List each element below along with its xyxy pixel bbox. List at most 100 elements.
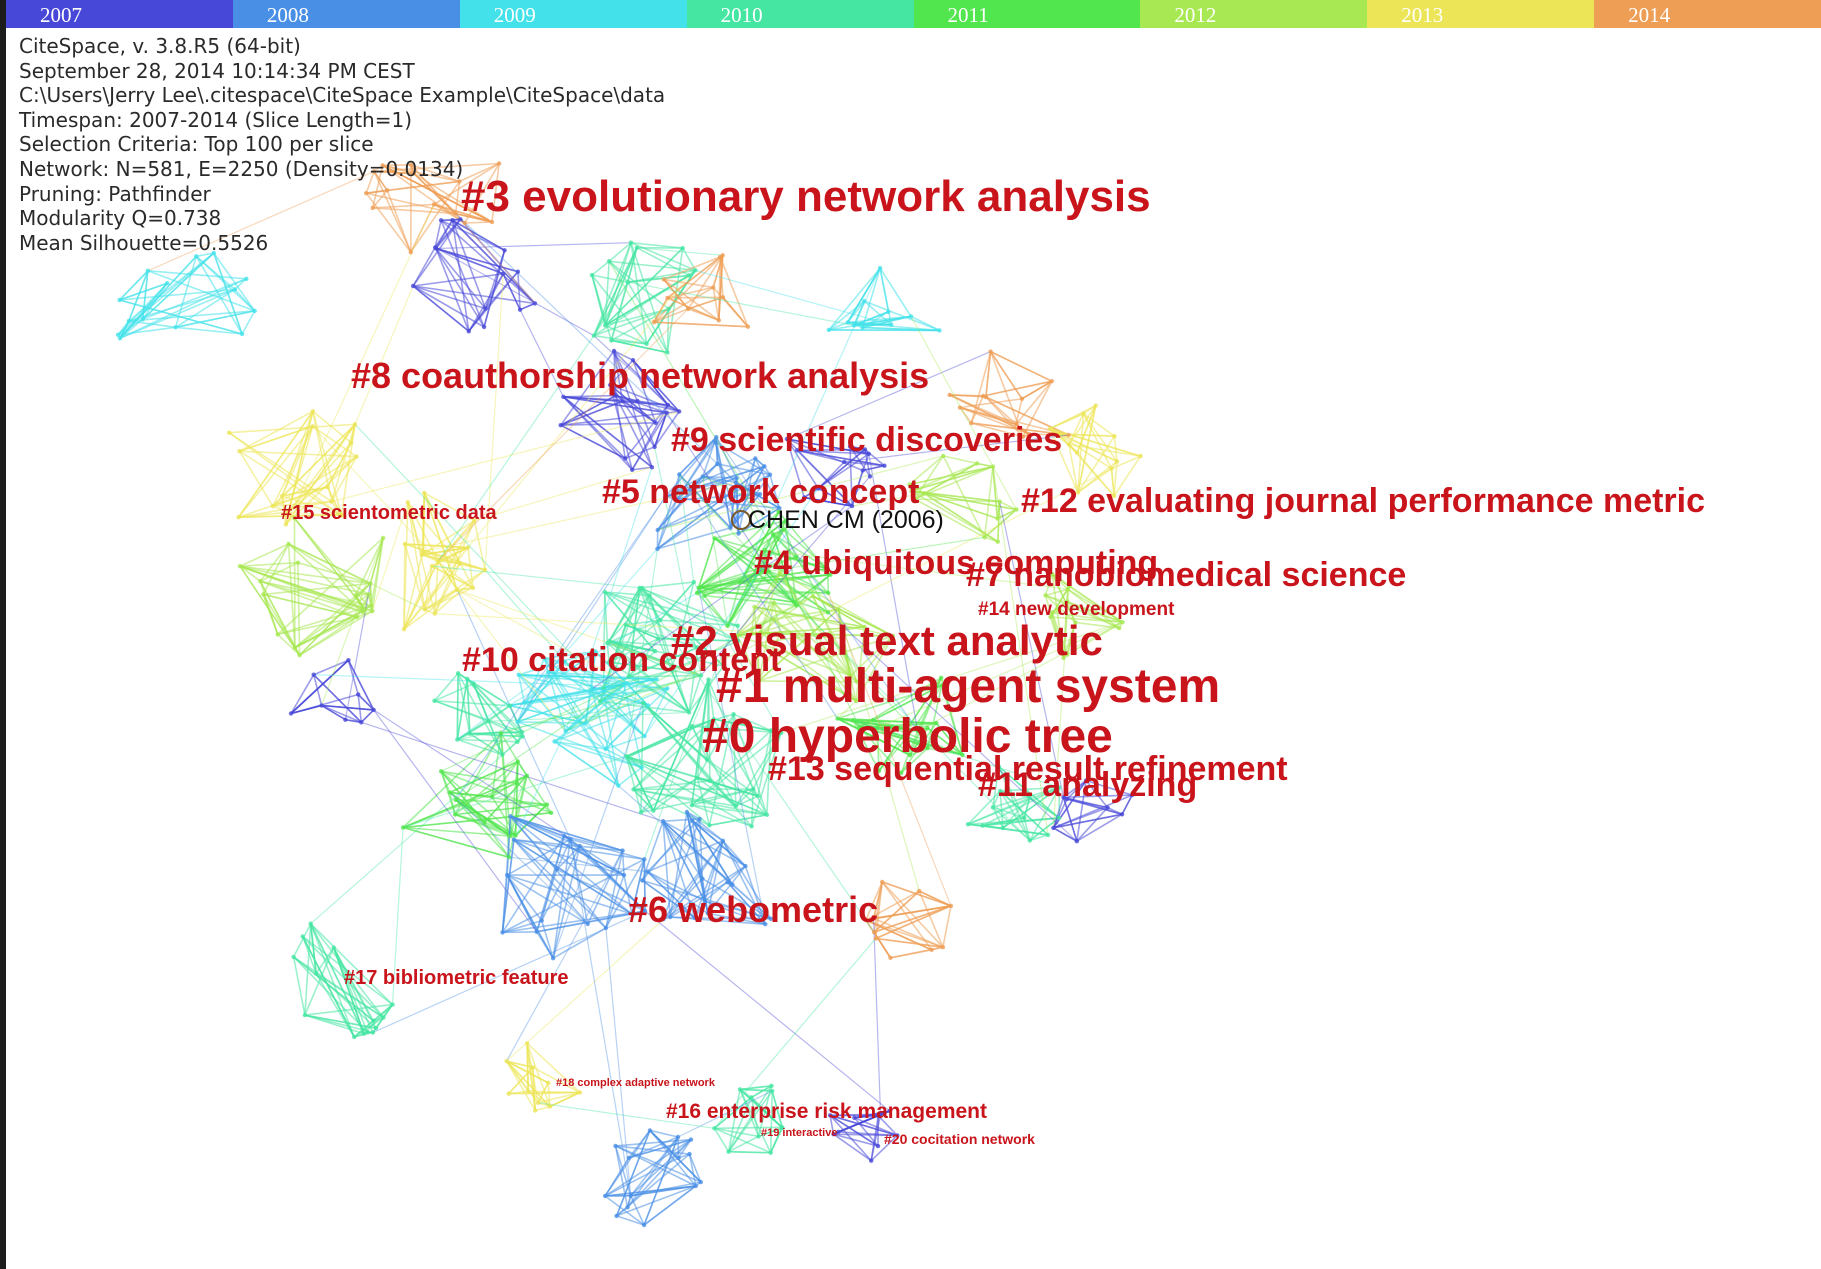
network-node[interactable]: [115, 332, 121, 337]
network-node[interactable]: [506, 855, 512, 860]
network-node[interactable]: [666, 306, 671, 312]
network-node[interactable]: [761, 568, 766, 574]
network-node[interactable]: [458, 217, 463, 222]
network-node[interactable]: [871, 916, 876, 921]
network-node[interactable]: [504, 1058, 509, 1064]
network-node[interactable]: [288, 711, 294, 716]
network-node[interactable]: [696, 585, 701, 590]
network-node[interactable]: [733, 480, 738, 485]
network-node[interactable]: [302, 1012, 308, 1018]
network-node[interactable]: [432, 611, 437, 616]
network-node[interactable]: [405, 500, 410, 505]
network-node[interactable]: [1014, 507, 1019, 512]
network-node[interactable]: [871, 930, 877, 935]
network-node[interactable]: [1083, 778, 1089, 783]
network-node[interactable]: [745, 324, 751, 329]
network-node[interactable]: [639, 765, 644, 770]
network-node[interactable]: [640, 585, 645, 591]
network-node[interactable]: [731, 712, 736, 717]
network-node[interactable]: [500, 930, 505, 935]
network-node[interactable]: [438, 218, 444, 223]
network-node[interactable]: [589, 687, 594, 692]
network-node[interactable]: [825, 610, 831, 615]
network-node[interactable]: [385, 188, 390, 193]
network-node[interactable]: [126, 318, 132, 324]
network-node[interactable]: [601, 689, 606, 694]
cluster-label-19[interactable]: #19 interactive: [761, 1127, 838, 1139]
network-node[interactable]: [700, 876, 705, 881]
network-node[interactable]: [280, 493, 285, 499]
network-node[interactable]: [1081, 411, 1086, 416]
network-node[interactable]: [422, 490, 427, 496]
network-node[interactable]: [1027, 432, 1032, 437]
network-node[interactable]: [651, 320, 657, 325]
network-node[interactable]: [402, 541, 407, 547]
network-node[interactable]: [995, 516, 1000, 521]
network-node[interactable]: [1065, 599, 1070, 604]
network-node[interactable]: [988, 349, 993, 354]
network-node[interactable]: [194, 254, 199, 259]
network-node[interactable]: [863, 917, 869, 923]
cluster-label-1[interactable]: #1 multi-agent system: [716, 660, 1221, 713]
cluster-label-3[interactable]: #3 evolutionary network analysis: [461, 172, 1151, 221]
network-node[interactable]: [689, 803, 694, 808]
network-node[interactable]: [1061, 655, 1066, 661]
network-node[interactable]: [489, 794, 495, 799]
network-node[interactable]: [606, 259, 612, 264]
network-node[interactable]: [361, 1031, 367, 1036]
network-node[interactable]: [514, 781, 520, 786]
network-node[interactable]: [711, 716, 716, 722]
cluster-label-18[interactable]: #18 complex adaptive network: [556, 1077, 715, 1089]
network-node[interactable]: [714, 435, 719, 440]
network-node[interactable]: [704, 757, 710, 762]
network-node[interactable]: [232, 287, 238, 292]
network-node[interactable]: [516, 672, 521, 677]
network-node[interactable]: [381, 1015, 386, 1020]
network-node[interactable]: [644, 341, 649, 346]
network-node[interactable]: [626, 1155, 631, 1161]
network-node[interactable]: [482, 567, 488, 573]
network-node[interactable]: [645, 703, 651, 708]
network-node[interactable]: [363, 608, 368, 613]
network-node[interactable]: [1027, 795, 1032, 800]
network-node[interactable]: [370, 608, 375, 614]
network-node[interactable]: [630, 358, 636, 363]
network-node[interactable]: [909, 488, 914, 494]
network-node[interactable]: [1019, 396, 1025, 401]
network-node[interactable]: [237, 449, 242, 454]
network-node[interactable]: [713, 439, 718, 445]
network-node[interactable]: [887, 1108, 892, 1114]
network-node[interactable]: [660, 819, 666, 824]
network-node[interactable]: [508, 833, 513, 839]
network-node[interactable]: [535, 1100, 541, 1106]
network-node[interactable]: [325, 484, 330, 490]
cluster-label-5[interactable]: #5 network concept: [602, 473, 920, 511]
network-node[interactable]: [849, 503, 855, 509]
network-node[interactable]: [1022, 815, 1027, 820]
network-node[interactable]: [292, 645, 298, 650]
network-node[interactable]: [794, 448, 800, 453]
network-node[interactable]: [308, 921, 313, 926]
network-node[interactable]: [876, 1113, 881, 1118]
network-node[interactable]: [530, 1065, 536, 1070]
network-node[interactable]: [295, 560, 301, 565]
network-node[interactable]: [698, 1179, 703, 1185]
node-label-chen-cm-2006[interactable]: CHEN CM (2006): [748, 506, 944, 534]
network-node[interactable]: [702, 898, 707, 904]
network-node[interactable]: [736, 638, 741, 644]
network-node[interactable]: [850, 718, 856, 723]
network-node[interactable]: [860, 468, 865, 473]
network-node[interactable]: [568, 837, 573, 842]
network-node[interactable]: [768, 1150, 773, 1155]
network-node[interactable]: [626, 674, 631, 680]
network-node[interactable]: [486, 719, 491, 724]
network-node[interactable]: [784, 436, 790, 442]
network-node[interactable]: [695, 775, 700, 781]
network-node[interactable]: [664, 410, 669, 415]
network-node[interactable]: [1075, 450, 1080, 455]
network-node[interactable]: [310, 424, 315, 429]
network-node[interactable]: [620, 848, 625, 853]
network-node[interactable]: [550, 956, 556, 961]
network-node[interactable]: [899, 770, 904, 776]
cluster-label-15[interactable]: #15 scientometric data: [281, 502, 497, 524]
